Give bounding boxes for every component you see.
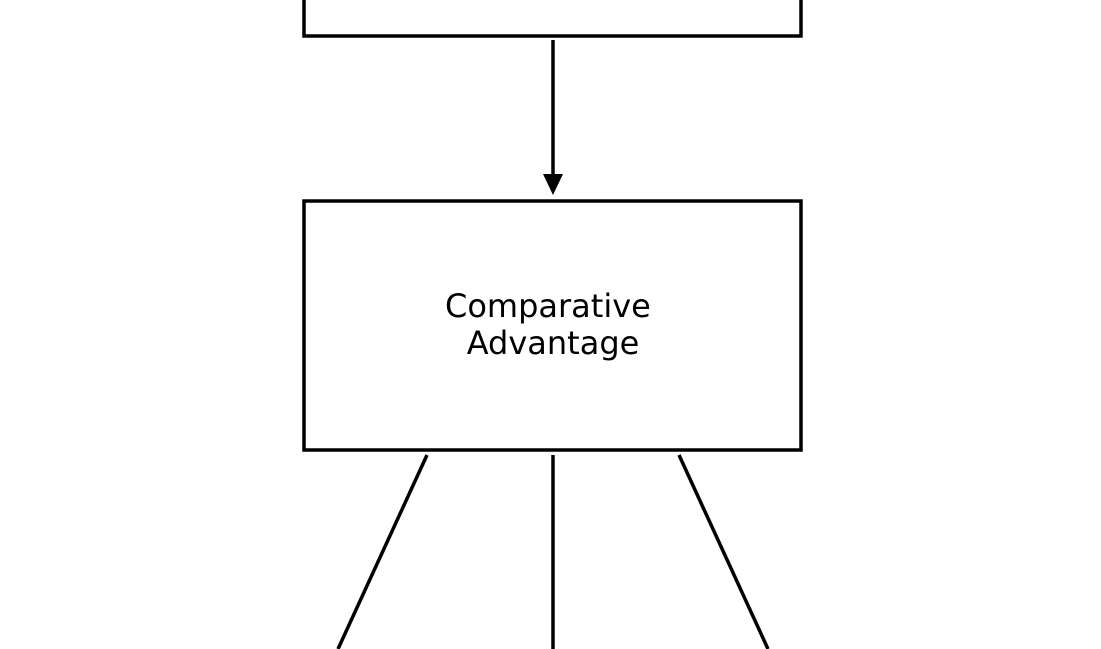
node-top (302, 0, 803, 38)
node-center-label-line-2: Advantage (467, 324, 640, 362)
edge-center-to-lower-right (677, 454, 770, 649)
node-center-label: Comparative Advantage (445, 287, 661, 362)
node-center: Comparative Advantage (302, 199, 803, 452)
node-center-label-line-1: Comparative (445, 287, 651, 325)
node-top-box (302, 0, 803, 38)
edge-top-to-center (543, 40, 563, 195)
arrowhead-icon (543, 174, 563, 195)
node-center-box (302, 199, 803, 452)
edge-center-to-lower-left (336, 454, 429, 649)
